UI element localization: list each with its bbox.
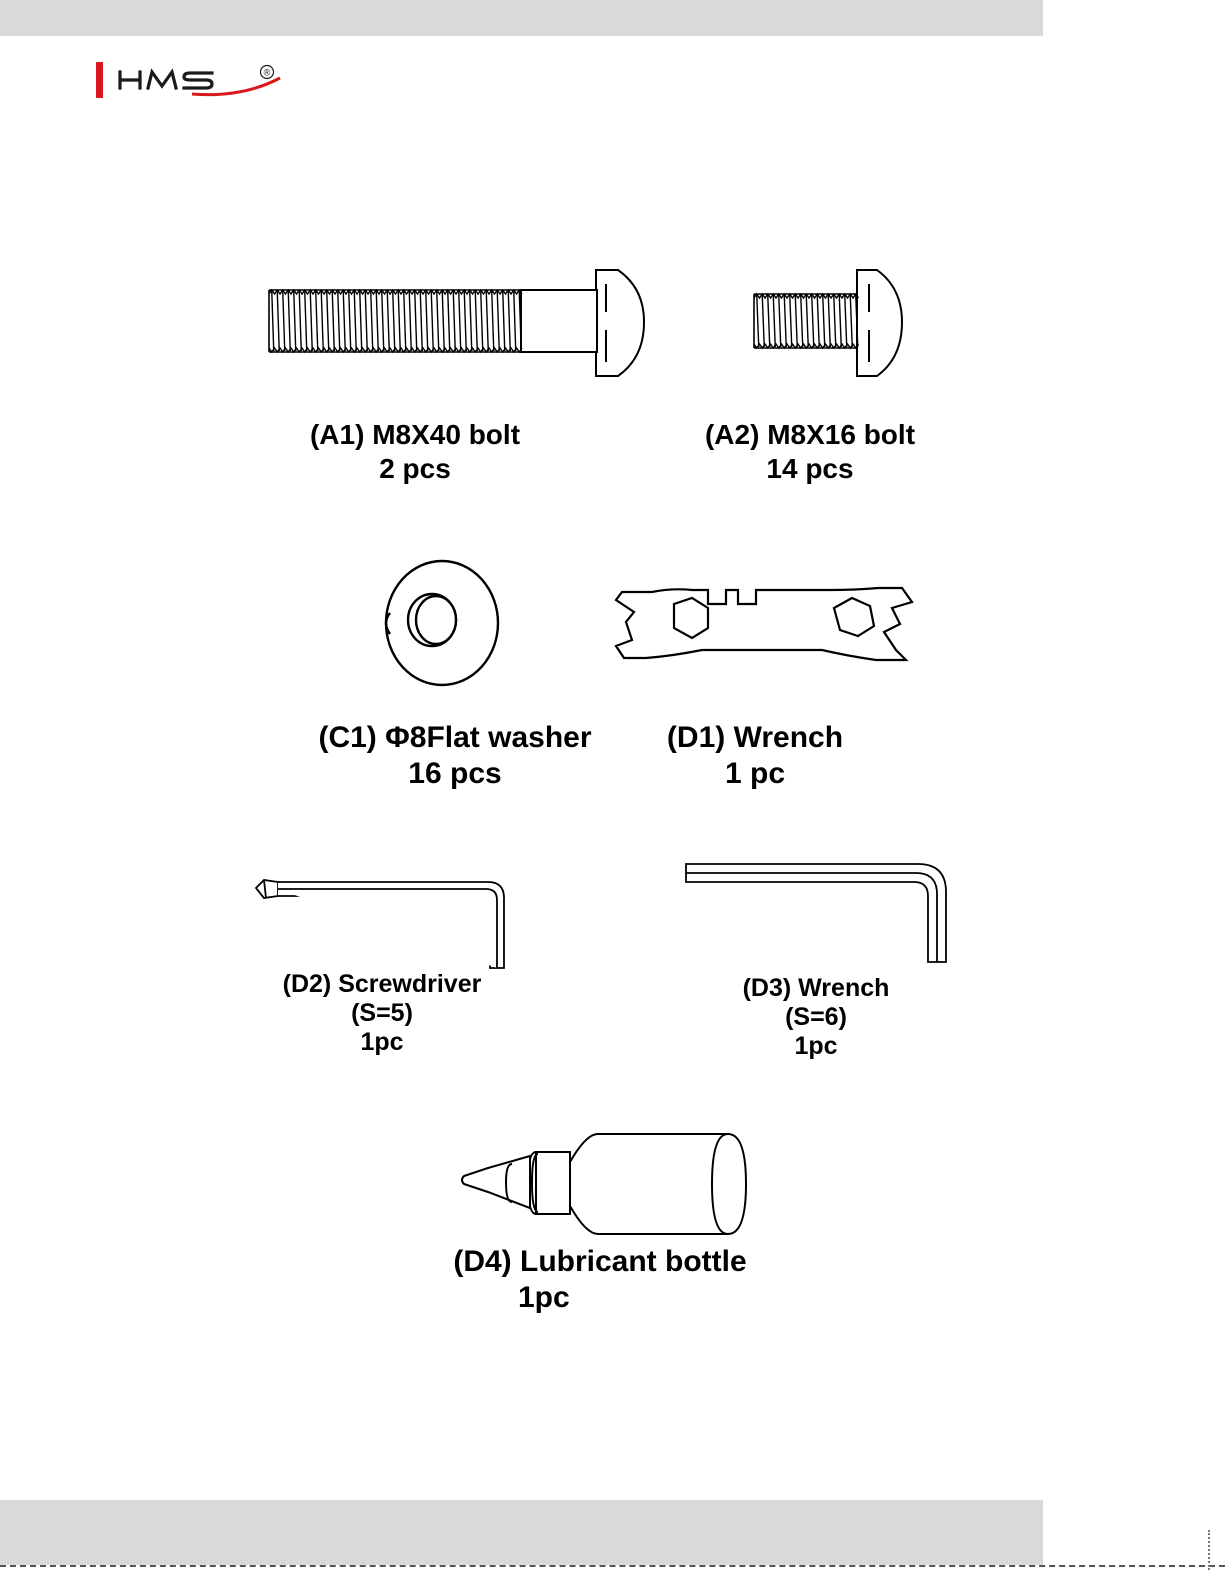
lubricant-bottle-icon xyxy=(458,1130,750,1238)
part-d3-spec: (S=6) xyxy=(716,1003,916,1032)
part-d1-label: (D1) Wrench xyxy=(640,720,870,756)
part-d4-qty: 1pc xyxy=(430,1280,770,1316)
part-c1-caption: (C1) Φ8Flat washer 16 pcs xyxy=(300,720,610,792)
short-bolt-icon xyxy=(752,268,912,380)
part-a2-caption: (A2) M8X16 bolt 14 pcs xyxy=(680,418,940,486)
hms-logo: ® xyxy=(92,60,292,100)
page-edge-dashes xyxy=(0,1565,1225,1567)
page-edge-dots xyxy=(1208,1530,1210,1570)
part-c1-qty: 16 pcs xyxy=(300,756,610,792)
part-d2-spec: (S=5) xyxy=(262,999,502,1028)
part-d2-caption: (D2) Screwdriver (S=5) 1pc xyxy=(262,970,502,1057)
part-d2-label: (D2) Screwdriver xyxy=(262,970,502,999)
part-d4-label: (D4) Lubricant bottle xyxy=(430,1244,770,1280)
part-d3-qty: 1pc xyxy=(716,1032,916,1061)
l-screwdriver-icon xyxy=(252,874,512,974)
part-a1-qty: 2 pcs xyxy=(270,452,560,486)
part-d4-caption: (D4) Lubricant bottle 1pc xyxy=(430,1244,770,1316)
header-band xyxy=(0,0,1043,36)
part-d3-label: (D3) Wrench xyxy=(716,974,916,1003)
part-d3-caption: (D3) Wrench (S=6) 1pc xyxy=(716,974,916,1061)
flat-washer-icon xyxy=(376,558,502,688)
part-a1-caption: (A1) M8X40 bolt 2 pcs xyxy=(270,418,560,486)
registered-mark: ® xyxy=(264,68,271,78)
part-d2-qty: 1pc xyxy=(262,1028,502,1057)
part-c1-label: (C1) Φ8Flat washer xyxy=(300,720,610,756)
part-d1-caption: (D1) Wrench 1 pc xyxy=(640,720,870,792)
long-bolt-icon xyxy=(266,268,646,380)
part-a2-label: (A2) M8X16 bolt xyxy=(680,418,940,452)
part-a2-qty: 14 pcs xyxy=(680,452,940,486)
hex-key-icon xyxy=(684,862,948,966)
footer-band xyxy=(0,1500,1043,1565)
double-open-wrench-icon xyxy=(612,584,916,662)
part-d1-qty: 1 pc xyxy=(640,756,870,792)
part-a1-label: (A1) M8X40 bolt xyxy=(270,418,560,452)
